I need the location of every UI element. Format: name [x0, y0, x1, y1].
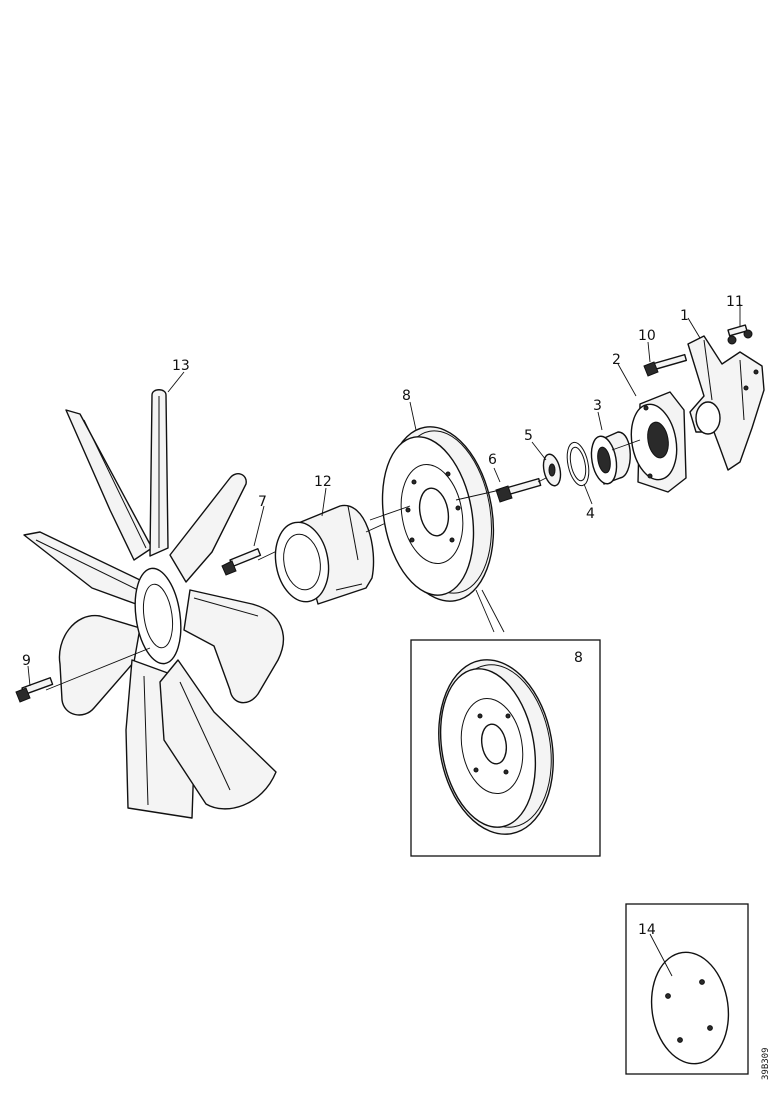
fan-assembly	[23, 389, 285, 819]
fan-blade	[169, 473, 247, 583]
fan-blade	[65, 409, 153, 561]
callout-1: 1	[680, 308, 689, 324]
callout-11: 11	[726, 294, 744, 310]
callout-12: 12	[314, 474, 332, 490]
viscous-clutch	[274, 504, 411, 605]
callout-13: 13	[172, 358, 190, 374]
callout-10: 10	[638, 328, 656, 344]
washer-5	[542, 453, 562, 487]
fan-blade	[159, 659, 277, 810]
inset-pulley-variant	[410, 639, 601, 857]
callout-2: 2	[612, 352, 621, 368]
fan-blade	[183, 589, 285, 704]
bolt-9	[15, 647, 151, 703]
callout-8: 8	[402, 388, 411, 404]
inset-cover-plate	[625, 903, 749, 1075]
callout-3: 3	[593, 398, 602, 414]
bolt-10	[643, 353, 688, 377]
callout-9: 9	[22, 653, 31, 669]
bolt-6	[495, 477, 542, 503]
circlip-4	[566, 441, 590, 487]
fan-bracket	[687, 335, 765, 471]
callout-4: 4	[586, 506, 595, 522]
flange-housing	[630, 391, 687, 493]
callout-6: 6	[488, 452, 497, 468]
callout-14: 14	[638, 922, 656, 938]
belt-pulley	[381, 426, 505, 633]
bearing-3	[590, 431, 631, 485]
callout-5: 5	[524, 428, 533, 444]
fan-hub	[134, 567, 182, 665]
callout-7: 7	[258, 494, 267, 510]
fan-blade	[58, 615, 141, 716]
drawing-code: 39B309	[761, 1047, 771, 1080]
nut-11	[727, 324, 753, 345]
callout-8-inset: 8	[574, 650, 583, 666]
